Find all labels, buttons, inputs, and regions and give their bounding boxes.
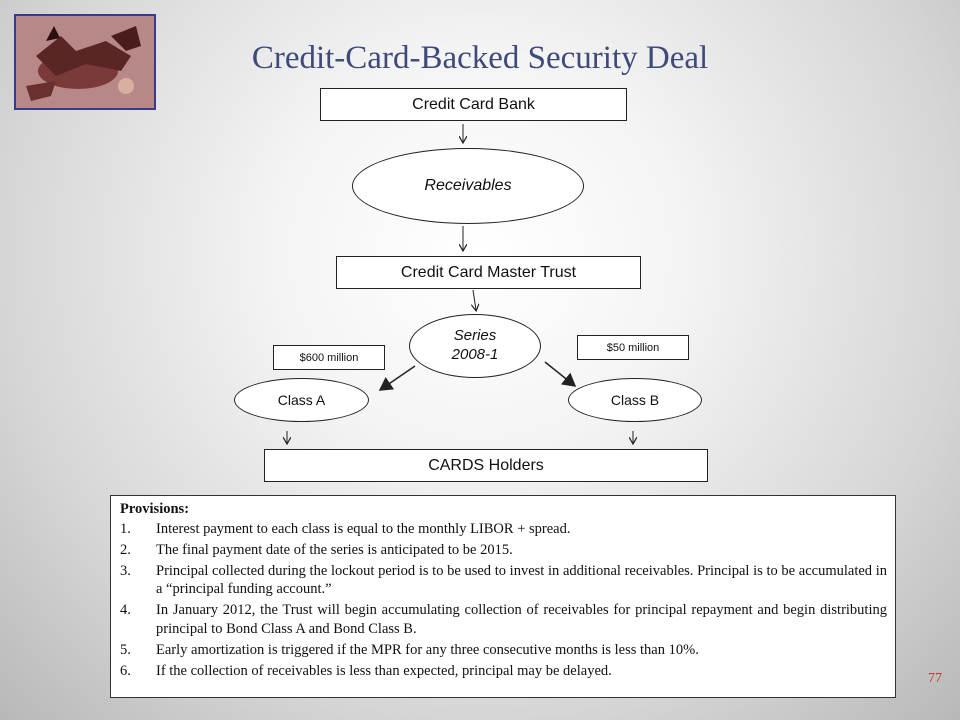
provision-item: 6.If the collection of receivables is le…	[120, 662, 612, 679]
class-a-amount: $600 million	[273, 345, 385, 370]
bull-painting-icon	[16, 16, 154, 108]
provision-item: 5.Early amortization is triggered if the…	[120, 641, 699, 658]
master-trust-box: Credit Card Master Trust	[336, 256, 641, 289]
arrow-trust-to-series	[473, 289, 476, 310]
credit-card-bank-box: Credit Card Bank	[320, 88, 627, 121]
page-title: Credit-Card-Backed Security Deal	[251, 40, 709, 76]
provisions-box: Provisions: 1.Interest payment to each c…	[110, 495, 896, 698]
class-b-amount: $50 million	[577, 335, 689, 360]
provision-item: 3.Principal collected during the lockout…	[120, 562, 887, 598]
arrow-series-to-class-a	[378, 365, 416, 391]
provision-item: 1.Interest payment to each class is equa…	[120, 520, 571, 537]
provision-item: 2.The final payment date of the series i…	[120, 541, 513, 558]
series-ellipse: Series 2008-1	[409, 314, 541, 378]
arrow-series-to-class-b	[544, 361, 577, 387]
receivables-ellipse: Receivables	[352, 148, 584, 224]
class-a-ellipse: Class A	[234, 378, 369, 422]
cards-holders-box: CARDS Holders	[264, 449, 708, 482]
class-b-ellipse: Class B	[568, 378, 702, 422]
bull-painting-logo	[14, 14, 156, 110]
provisions-heading: Provisions:	[120, 501, 190, 517]
page-number: 77	[928, 671, 942, 686]
provision-item: 4.In January 2012, the Trust will begin …	[120, 602, 887, 638]
provisions-list: 1.Interest payment to each class is equa…	[120, 520, 887, 681]
